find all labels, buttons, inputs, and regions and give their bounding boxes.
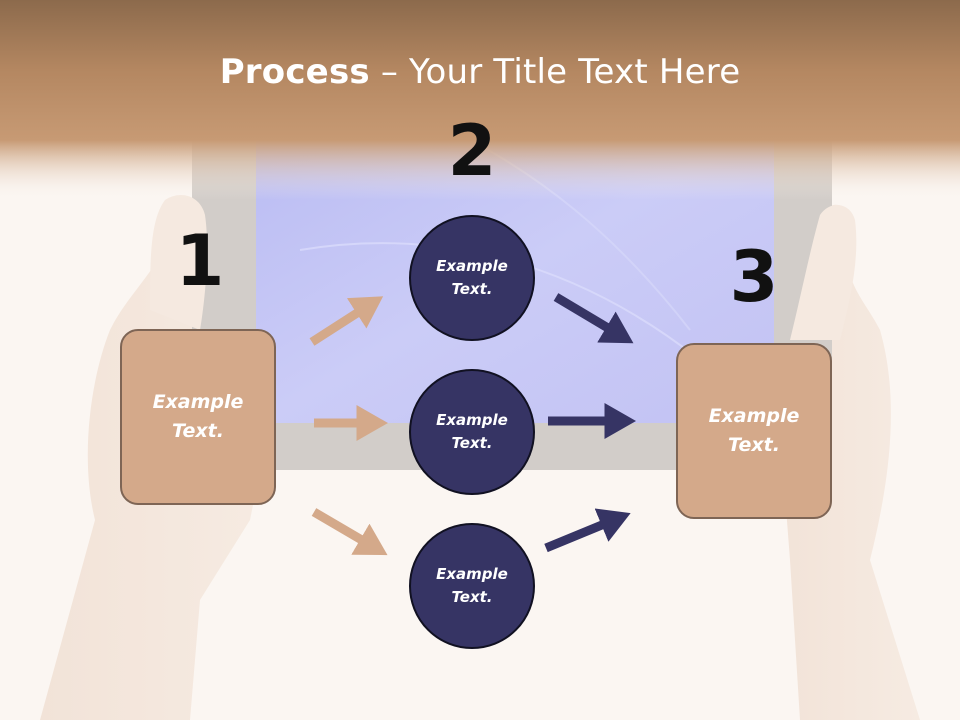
circle-bottom: Example Text. <box>409 523 535 649</box>
arrow-tan-down <box>311 508 388 556</box>
step-number-3: 3 <box>729 236 779 318</box>
title-rest: – Your Title Text Here <box>369 52 741 92</box>
step-number-1: 1 <box>175 220 225 302</box>
slide-title: Process – Your Title Text Here <box>0 52 960 92</box>
circle-middle-text: Example Text. <box>436 411 508 452</box>
arrow-navy-up <box>544 508 631 553</box>
circle-top-text: Example Text. <box>436 257 508 298</box>
circle-middle: Example Text. <box>409 369 535 495</box>
circle-top: Example Text. <box>409 215 535 341</box>
step-box-3: Example Text. <box>676 343 832 519</box>
step-number-2: 2 <box>447 110 497 192</box>
step-box-1-text: Example Text. <box>152 391 244 442</box>
step-box-3-text: Example Text. <box>708 405 800 456</box>
arrow-tan-up <box>309 296 384 346</box>
title-strong: Process <box>219 52 370 92</box>
step-box-1: Example Text. <box>120 329 276 505</box>
circle-bottom-text: Example Text. <box>436 565 508 606</box>
arrow-navy-down <box>553 293 634 344</box>
